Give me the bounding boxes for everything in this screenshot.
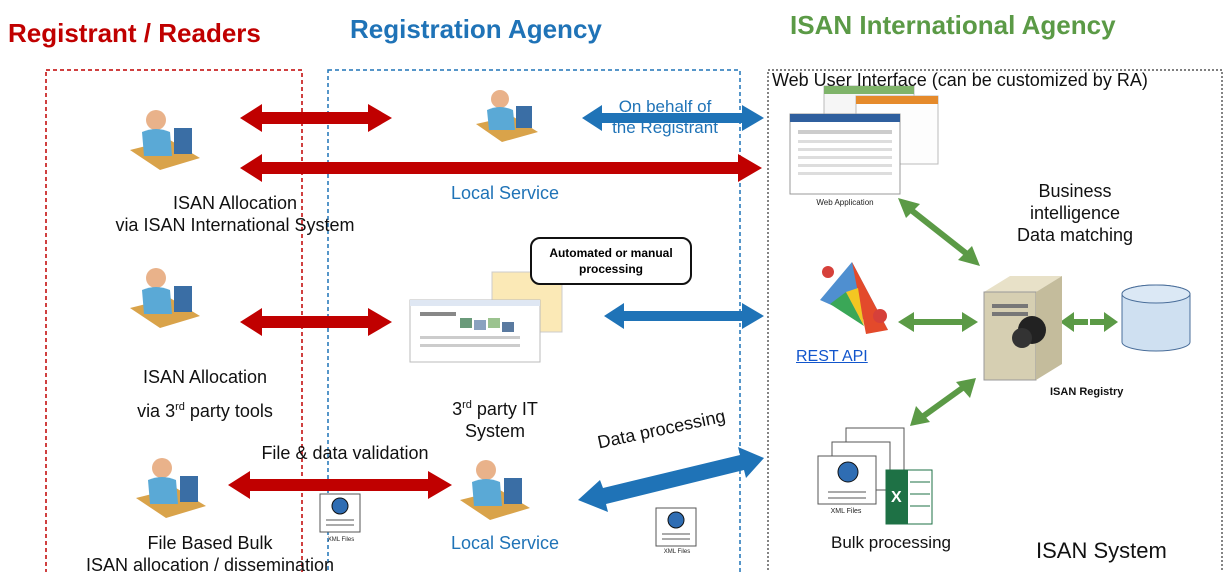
person-icon-row3-left [136, 458, 206, 518]
row2-middle-line2: System [464, 421, 525, 441]
xml-files-small-left: XML Files [327, 537, 355, 543]
business-line1: Business [1038, 181, 1112, 201]
row1-left-line2: via ISAN International System [115, 215, 355, 235]
green-arrow-webapp [898, 198, 980, 266]
row3-local-service: Local Service [450, 533, 560, 553]
on-behalf-line1: On behalf of [618, 97, 712, 116]
server-icon [983, 276, 1062, 381]
row3-left-line1: File Based Bulk [147, 533, 273, 553]
row2-left-label: ISAN Allocation via 3rd party tools [90, 362, 320, 426]
isan-system-box [767, 69, 1223, 572]
processing-bubble: Automated or manual processing [530, 237, 692, 285]
on-behalf-line2: the Registrant [612, 118, 718, 137]
web-application-label: Web Application [816, 198, 874, 207]
on-behalf-label: On behalf of the Registrant [590, 96, 740, 138]
bulk-xml-files-icon: X [817, 427, 933, 525]
red-arrow-row1-long [240, 154, 762, 182]
xml-file-icon-right [655, 507, 697, 547]
person-icon-row1-middle [476, 90, 538, 142]
green-arrow-db [1060, 312, 1118, 332]
red-arrow-row2 [240, 308, 392, 336]
row2-middle-label: 3rd party IT System [420, 394, 570, 442]
row2-middle-line1: 3rd party IT [452, 399, 538, 419]
red-arrow-row1 [240, 104, 392, 132]
business-intelligence-label: Business intelligence Data matching [990, 180, 1160, 246]
international-header: ISAN International Agency [790, 10, 1116, 40]
row1-left-label: ISAN Allocation via ISAN International S… [70, 192, 400, 236]
web-application-icon [789, 85, 939, 195]
isan-registry-label: ISAN Registry [1050, 386, 1124, 398]
green-arrow-rest [898, 312, 978, 332]
row2-left-line1: ISAN Allocation [142, 367, 268, 387]
row2-left-line2: via 3rd party tools [137, 401, 273, 421]
red-arrow-row3 [228, 471, 452, 499]
blue-arrow-row3 [578, 447, 764, 512]
green-arrow-bulk [910, 378, 976, 426]
bulk-processing-label: Bulk processing [830, 533, 951, 552]
row1-local-service: Local Service [450, 183, 560, 203]
rest-api-link[interactable]: REST API [796, 348, 868, 365]
xml-files-small-right: XML Files [663, 549, 691, 555]
blue-arrow-row2 [604, 303, 764, 329]
registrant-header: Registrant / Readers [8, 18, 261, 48]
third-party-system-icon [409, 271, 563, 363]
row1-left-line1: ISAN Allocation [172, 193, 298, 213]
person-icon-row3-middle [460, 460, 530, 520]
rest-api-icon [820, 262, 888, 334]
agency-header: Registration Agency [350, 14, 602, 44]
person-icon-row1-left [130, 110, 200, 170]
business-line2: intelligence [1029, 203, 1121, 223]
database-icon [1121, 284, 1191, 352]
xml-file-icon-left [319, 493, 361, 533]
isan-system-label: ISAN System [1036, 538, 1167, 563]
file-validation-label: File & data validation [261, 443, 429, 463]
row3-left-label: File Based Bulk ISAN allocation / dissem… [40, 532, 380, 572]
business-line3: Data matching [1016, 225, 1134, 245]
blue-arrow-row1 [582, 105, 764, 131]
svg-text:X: X [891, 489, 902, 506]
person-icon-row2-left [130, 268, 200, 328]
web-ui-label: Web User Interface (can be customized by… [772, 70, 1148, 90]
row3-left-line2: ISAN allocation / dissemination [85, 555, 335, 572]
bulk-xml-files-label: XML Files [830, 508, 862, 515]
